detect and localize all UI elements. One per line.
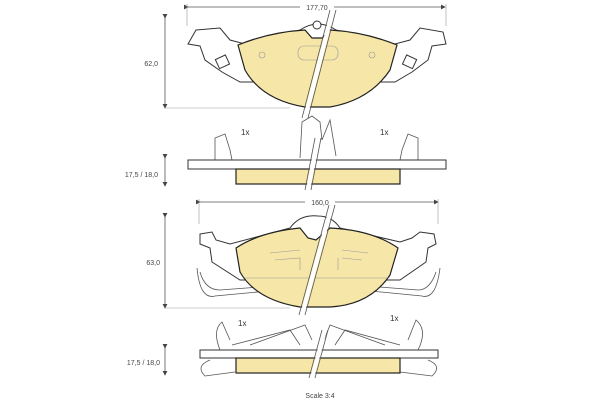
top-qty-left: 1x [241, 128, 249, 137]
top-side-friction-pad [235, 168, 401, 185]
top-pad-width-dim: 177,70 [306, 5, 328, 12]
bottom-pad-height-dim: 63,0 [146, 260, 160, 267]
bottom-qty-right: 1x [390, 314, 398, 323]
bottom-pad-thickness-dim: 17,5 / 18,0 [127, 360, 160, 367]
top-qty-right: 1x [380, 128, 388, 137]
bottom-qty-left: 1x [238, 319, 246, 328]
top-side-backing-plate [187, 159, 447, 170]
scale-label: Scale 3:4 [305, 393, 334, 400]
top-pad-height-dim: 62,0 [144, 61, 158, 68]
top-pad-side-view: 1x 1x 17,5 / 18,0 [125, 115, 447, 191]
bottom-pad-side-view: 1x 1x 17,5 / 18,0 Scale 3:4 [127, 314, 439, 400]
bottom-pad-front-view: 160,0 63,0 [146, 197, 441, 316]
top-pad-thickness-dim: 17,5 / 18,0 [125, 172, 158, 179]
top-pad-front-view: 177,70 62,0 [144, 2, 447, 119]
bottom-pad-width-dim: 160,0 [311, 200, 329, 207]
